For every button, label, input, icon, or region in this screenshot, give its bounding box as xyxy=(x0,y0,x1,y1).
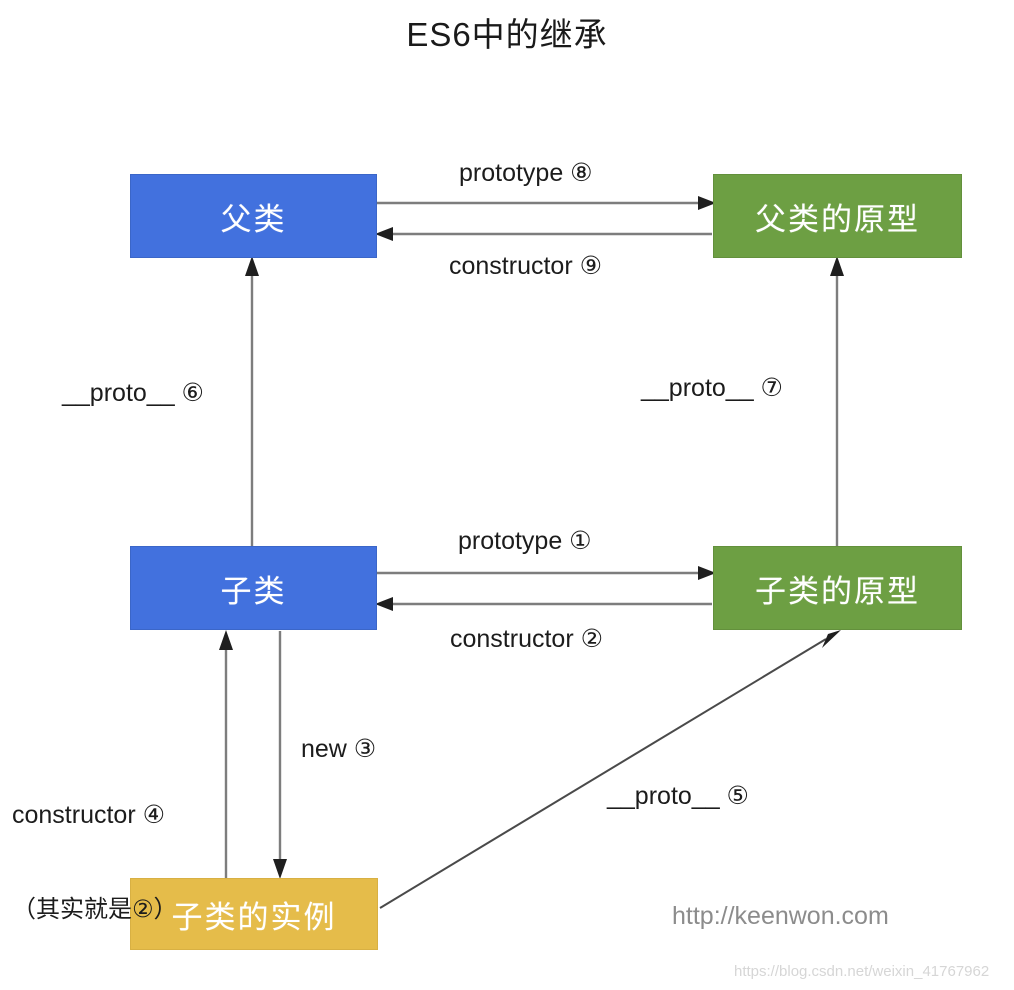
edge-prototype-1 xyxy=(377,566,716,580)
edge-label-proto-7: __proto__ ⑦ xyxy=(641,374,783,402)
node-sub-prototype[interactable]: 子类的原型 xyxy=(713,546,962,630)
edge-label-prototype-1: prototype ① xyxy=(458,527,592,555)
edge-label-constructor-4-line1: constructor ④ xyxy=(12,801,166,829)
csdn-watermark-text: https://blog.csdn.net/weixin_41767962 xyxy=(734,963,990,980)
edge-label-proto-6: __proto__ ⑥ xyxy=(62,379,204,407)
edge-label-constructor-2: constructor ② xyxy=(450,625,604,653)
edge-label-constructor-4: constructor ④ （其实就是②） xyxy=(12,735,178,990)
node-sub-instance-label: 子类的实例 xyxy=(171,899,337,935)
edge-proto-5 xyxy=(379,630,841,909)
node-sub-prototype-label: 子类的原型 xyxy=(755,573,920,609)
site-url-text: http://keenwon.com xyxy=(672,902,889,930)
edge-proto-7 xyxy=(830,256,844,546)
edge-label-prototype-8: prototype ⑧ xyxy=(459,159,593,187)
edge-proto-6 xyxy=(245,256,259,546)
node-sub-class-label: 子类 xyxy=(220,573,287,609)
edge-label-new-3: new ③ xyxy=(301,735,377,763)
edge-constructor-2 xyxy=(375,597,712,611)
edge-label-constructor-4-line2: （其实就是②） xyxy=(12,896,178,923)
edge-new-3 xyxy=(273,631,287,879)
node-parent-prototype[interactable]: 父类的原型 xyxy=(713,174,962,258)
node-sub-instance[interactable]: 子类的实例 xyxy=(130,878,378,950)
edge-label-constructor-9: constructor ⑨ xyxy=(449,252,603,280)
node-parent-prototype-label: 父类的原型 xyxy=(755,201,920,237)
page-title: ES6中的继承 xyxy=(406,16,608,53)
edge-label-proto-5: __proto__ ⑤ xyxy=(607,782,749,810)
node-parent-class[interactable]: 父类 xyxy=(130,174,377,258)
node-sub-class[interactable]: 子类 xyxy=(130,546,377,630)
node-parent-class-label: 父类 xyxy=(220,201,287,237)
edge-constructor-9 xyxy=(375,227,712,241)
edge-constructor-4 xyxy=(219,630,233,878)
edge-prototype-8 xyxy=(377,196,716,210)
